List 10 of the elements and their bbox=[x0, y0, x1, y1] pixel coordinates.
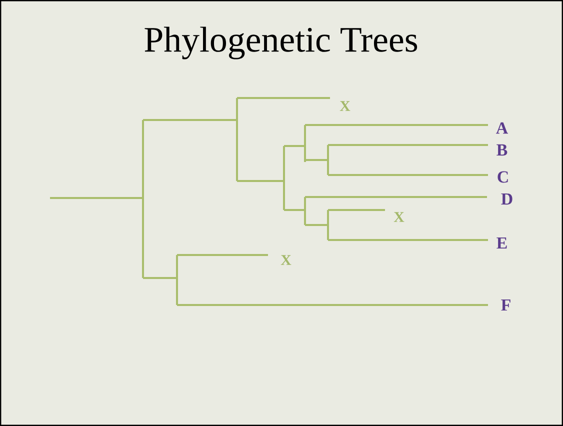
taxon-label: D bbox=[501, 193, 512, 205]
extinct-marker: X bbox=[280, 255, 292, 265]
extinct-marker: X bbox=[394, 212, 404, 222]
slide-title: Phylogenetic Trees bbox=[144, 26, 418, 60]
taxon-label: B bbox=[496, 144, 508, 156]
taxon-label: A bbox=[496, 122, 508, 134]
taxon-label: E bbox=[496, 237, 507, 249]
taxon-label: F bbox=[501, 299, 510, 311]
extinct-marker: X bbox=[340, 101, 350, 111]
taxon-label: C bbox=[498, 171, 508, 183]
